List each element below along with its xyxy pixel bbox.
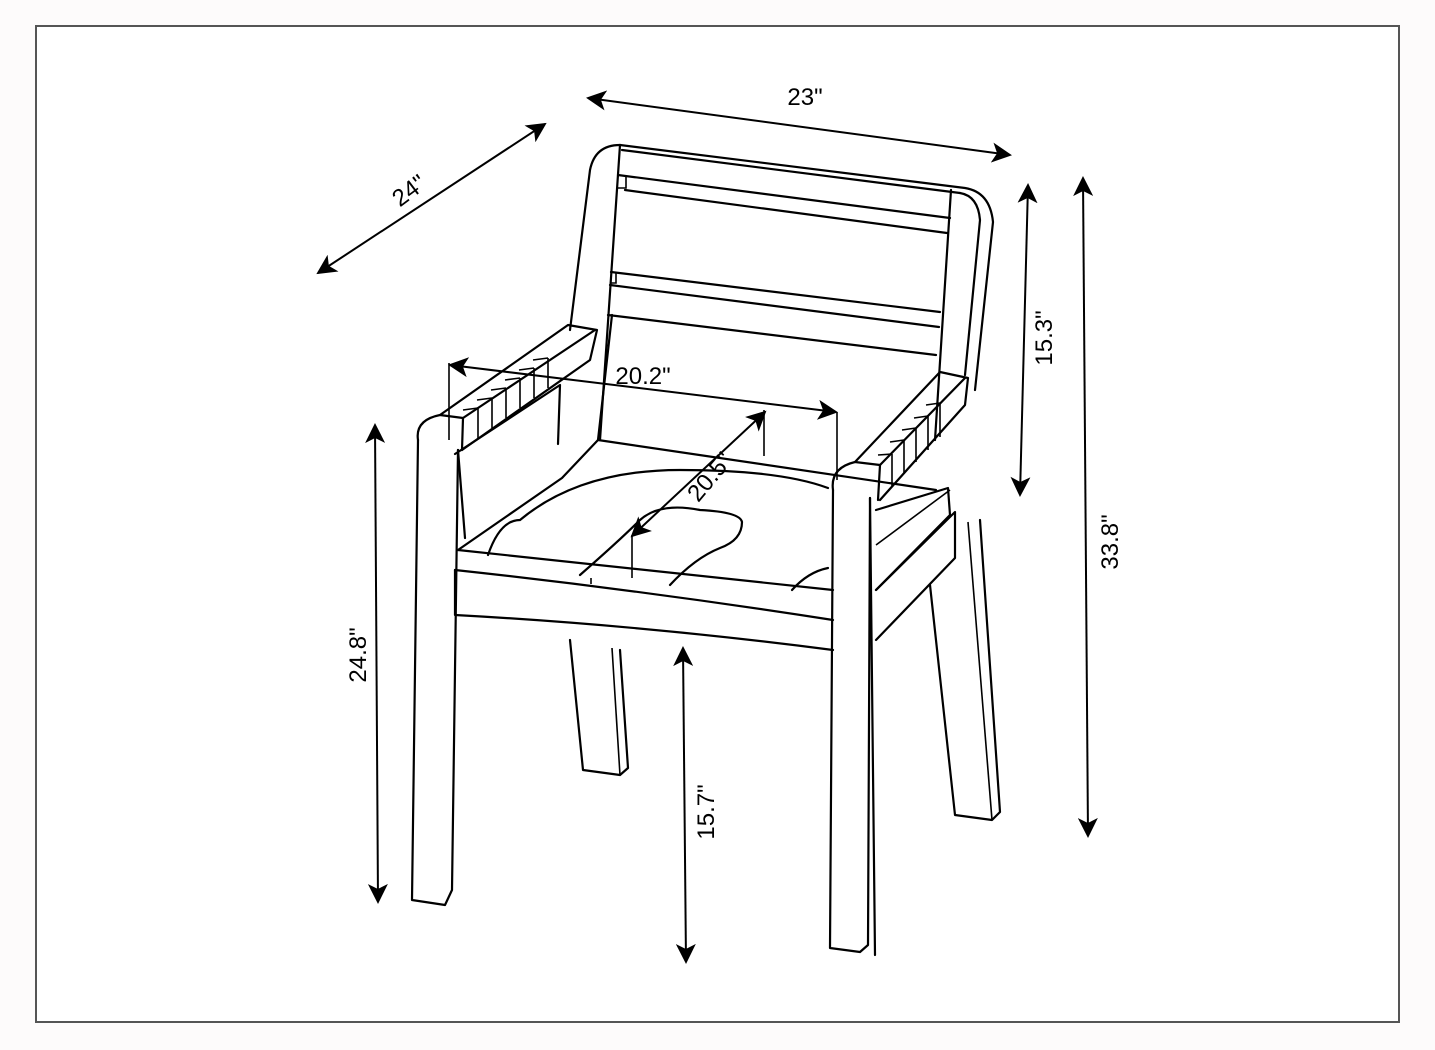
seat-depth-dimension-arrow <box>630 410 767 538</box>
seat-width-dimension-arrow <box>448 357 838 420</box>
width-dimension-arrow <box>586 90 1012 163</box>
seat-height-label: 15.7" <box>693 784 720 839</box>
overall-height-dimension-arrow <box>1073 176 1098 838</box>
seat-width-label: 20.2" <box>615 363 670 390</box>
width-label: 23" <box>787 84 822 111</box>
arm-height-label: 24.8" <box>345 627 372 682</box>
arm-height-dimension-arrow <box>365 423 388 904</box>
depth-label: 24" <box>387 170 431 213</box>
backrest-height-dimension-arrow <box>1010 183 1038 497</box>
overall-height-label: 33.8" <box>1097 514 1124 569</box>
depth-dimension-arrow <box>316 122 547 275</box>
backrest-height-label: 15.3" <box>1031 310 1058 365</box>
seat-depth-label: 20.5" <box>682 447 738 507</box>
seat-height-dimension-arrow <box>673 646 696 964</box>
dimension-lines <box>316 90 1098 964</box>
dimension-labels: 23" 24" 15.3" 33.8" 20.2" 20.5" 24.8" 15… <box>345 84 1124 840</box>
